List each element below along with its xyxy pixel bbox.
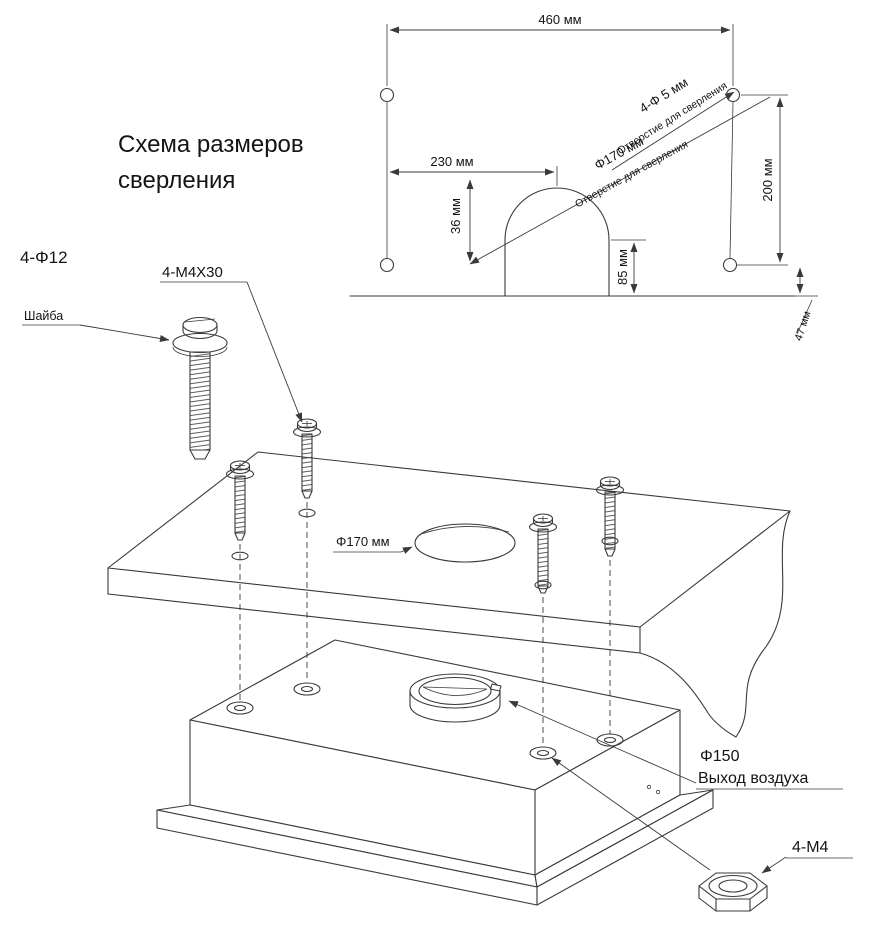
break-line-outer [735, 510, 791, 738]
dim-47-label: 47 мм [793, 310, 814, 343]
washer-label: Шайба [24, 309, 63, 323]
outlet-name-label: Выход воздуха [698, 770, 809, 787]
outlet-callout: Φ150 Выход воздуха [508, 700, 843, 790]
drill-hole-top-left [379, 87, 395, 103]
title-line-2: сверления [118, 167, 235, 194]
break-line-inner [639, 652, 737, 738]
boss-3 [529, 746, 557, 760]
drill-hole-bottom-left [379, 257, 395, 273]
panel-hole-label: Φ170 мм [336, 534, 390, 549]
boss-2 [293, 682, 321, 696]
dimension-36: 36 мм [448, 179, 474, 262]
nut-spec-label: 4-M4 [792, 839, 829, 856]
screw-shaft [189, 351, 211, 451]
dimension-200: 200 мм [737, 94, 788, 266]
boss-1 [226, 701, 254, 715]
drill-template: 460 мм 230 мм 36 мм 85 мм 200 мм [349, 12, 818, 343]
dimension-47: 47 мм [793, 267, 818, 343]
dim-36-label: 36 мм [448, 198, 463, 234]
drawing-title: Схема размеров сверления [118, 131, 304, 194]
duct-arch-cutout [504, 187, 610, 297]
assembly-centerlines [239, 502, 611, 747]
dimension-230: 230 мм [389, 154, 558, 186]
nut [698, 872, 768, 912]
leader-duct-hole: Φ170 мм Отверстие для сверления [469, 96, 771, 265]
mounting-screw-detail [172, 316, 228, 460]
nut-callout: 4-M4 [551, 757, 853, 874]
fastener-callouts: 4-Φ12 4-M4X30 Шайба [20, 248, 303, 423]
flange-right-face [536, 789, 714, 906]
screw-head [182, 316, 218, 334]
outlet-dia-label: Φ150 [700, 748, 740, 765]
duct-collar [409, 673, 502, 723]
panel-top-face [107, 451, 791, 628]
panel-duct-hole [414, 523, 516, 563]
dim-230-label: 230 мм [430, 154, 473, 169]
drill-hole-bottom-right [722, 257, 738, 273]
collar-clip [489, 683, 502, 692]
nut-chamfer [708, 874, 758, 898]
title-line-1: Схема размеров [118, 131, 304, 158]
hood-unit [156, 639, 714, 906]
cabinet-panel [107, 451, 791, 738]
panel-hole-callout: Φ170 мм [333, 534, 413, 554]
duct-opening [418, 676, 492, 706]
dim-85-label: 85 мм [615, 249, 630, 285]
dim-200-label: 200 мм [760, 158, 775, 201]
dimension-85: 85 мм [611, 239, 646, 294]
dimension-460: 460 мм [386, 12, 734, 86]
screw-spec-label: 4-M4X30 [162, 264, 223, 281]
nut-thread-hole [718, 879, 748, 893]
washer-dia-label: 4-Φ12 [20, 248, 68, 267]
dim-460-label: 460 мм [538, 12, 581, 27]
washer [172, 332, 228, 354]
